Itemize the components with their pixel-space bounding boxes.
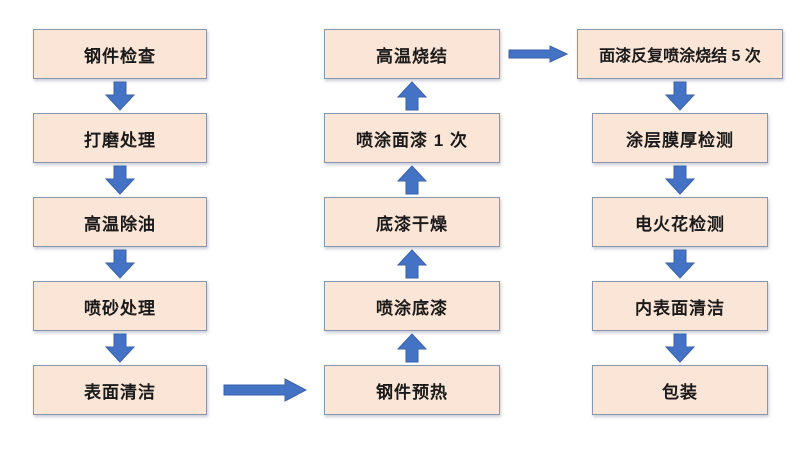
step-label: 表面清洁 bbox=[84, 382, 156, 402]
step-label: 高温除油 bbox=[84, 214, 156, 234]
step-packaging: 包装 bbox=[592, 365, 768, 415]
step-coating-thickness-test: 涂层膜厚检测 bbox=[592, 113, 768, 163]
arrow-down-icon bbox=[664, 249, 696, 279]
step-label: 打磨处理 bbox=[84, 130, 156, 150]
arrow-down-icon bbox=[104, 81, 136, 111]
arrow-down-icon bbox=[104, 333, 136, 363]
step-label: 钢件预热 bbox=[376, 382, 448, 402]
step-label: 电火花检测 bbox=[635, 214, 725, 234]
arrow-right-icon bbox=[223, 378, 308, 402]
step-label: 面漆反复喷涂烧结 5 次 bbox=[599, 48, 761, 65]
step-topcoat-repeat-sintering-5: 面漆反复喷涂烧结 5 次 bbox=[577, 29, 783, 79]
step-high-temp-sintering: 高温烧结 bbox=[324, 29, 500, 79]
step-steel-preheating: 钢件预热 bbox=[324, 365, 500, 415]
arrow-down-icon bbox=[664, 165, 696, 195]
step-label: 底漆干燥 bbox=[376, 214, 448, 234]
step-label: 高温烧结 bbox=[376, 46, 448, 66]
arrow-right-icon bbox=[508, 45, 569, 63]
step-label: 喷砂处理 bbox=[84, 298, 156, 318]
step-grinding: 打磨处理 bbox=[33, 113, 207, 163]
step-steel-inspection: 钢件检查 bbox=[33, 29, 207, 79]
arrow-down-icon bbox=[664, 81, 696, 111]
step-high-temp-degreasing: 高温除油 bbox=[33, 197, 207, 247]
step-label: 内表面清洁 bbox=[635, 298, 725, 318]
step-spark-test: 电火花检测 bbox=[592, 197, 768, 247]
step-primer-spray: 喷涂底漆 bbox=[324, 281, 500, 331]
arrow-up-icon bbox=[396, 81, 428, 111]
step-topcoat-spray-once: 喷涂面漆 1 次 bbox=[324, 113, 500, 163]
arrow-up-icon bbox=[396, 249, 428, 279]
arrow-down-icon bbox=[664, 333, 696, 363]
arrow-down-icon bbox=[104, 249, 136, 279]
step-label: 喷涂底漆 bbox=[376, 298, 448, 318]
arrow-up-icon bbox=[396, 165, 428, 195]
step-surface-cleaning: 表面清洁 bbox=[33, 365, 207, 415]
step-label: 包装 bbox=[662, 382, 698, 402]
step-primer-drying: 底漆干燥 bbox=[324, 197, 500, 247]
arrow-up-icon bbox=[396, 333, 428, 363]
step-label: 喷涂面漆 1 次 bbox=[356, 130, 468, 150]
step-sandblasting: 喷砂处理 bbox=[33, 281, 207, 331]
step-inner-surface-cleaning: 内表面清洁 bbox=[592, 281, 768, 331]
arrow-down-icon bbox=[104, 165, 136, 195]
step-label: 钢件检查 bbox=[84, 46, 156, 66]
step-label: 涂层膜厚检测 bbox=[626, 130, 734, 150]
